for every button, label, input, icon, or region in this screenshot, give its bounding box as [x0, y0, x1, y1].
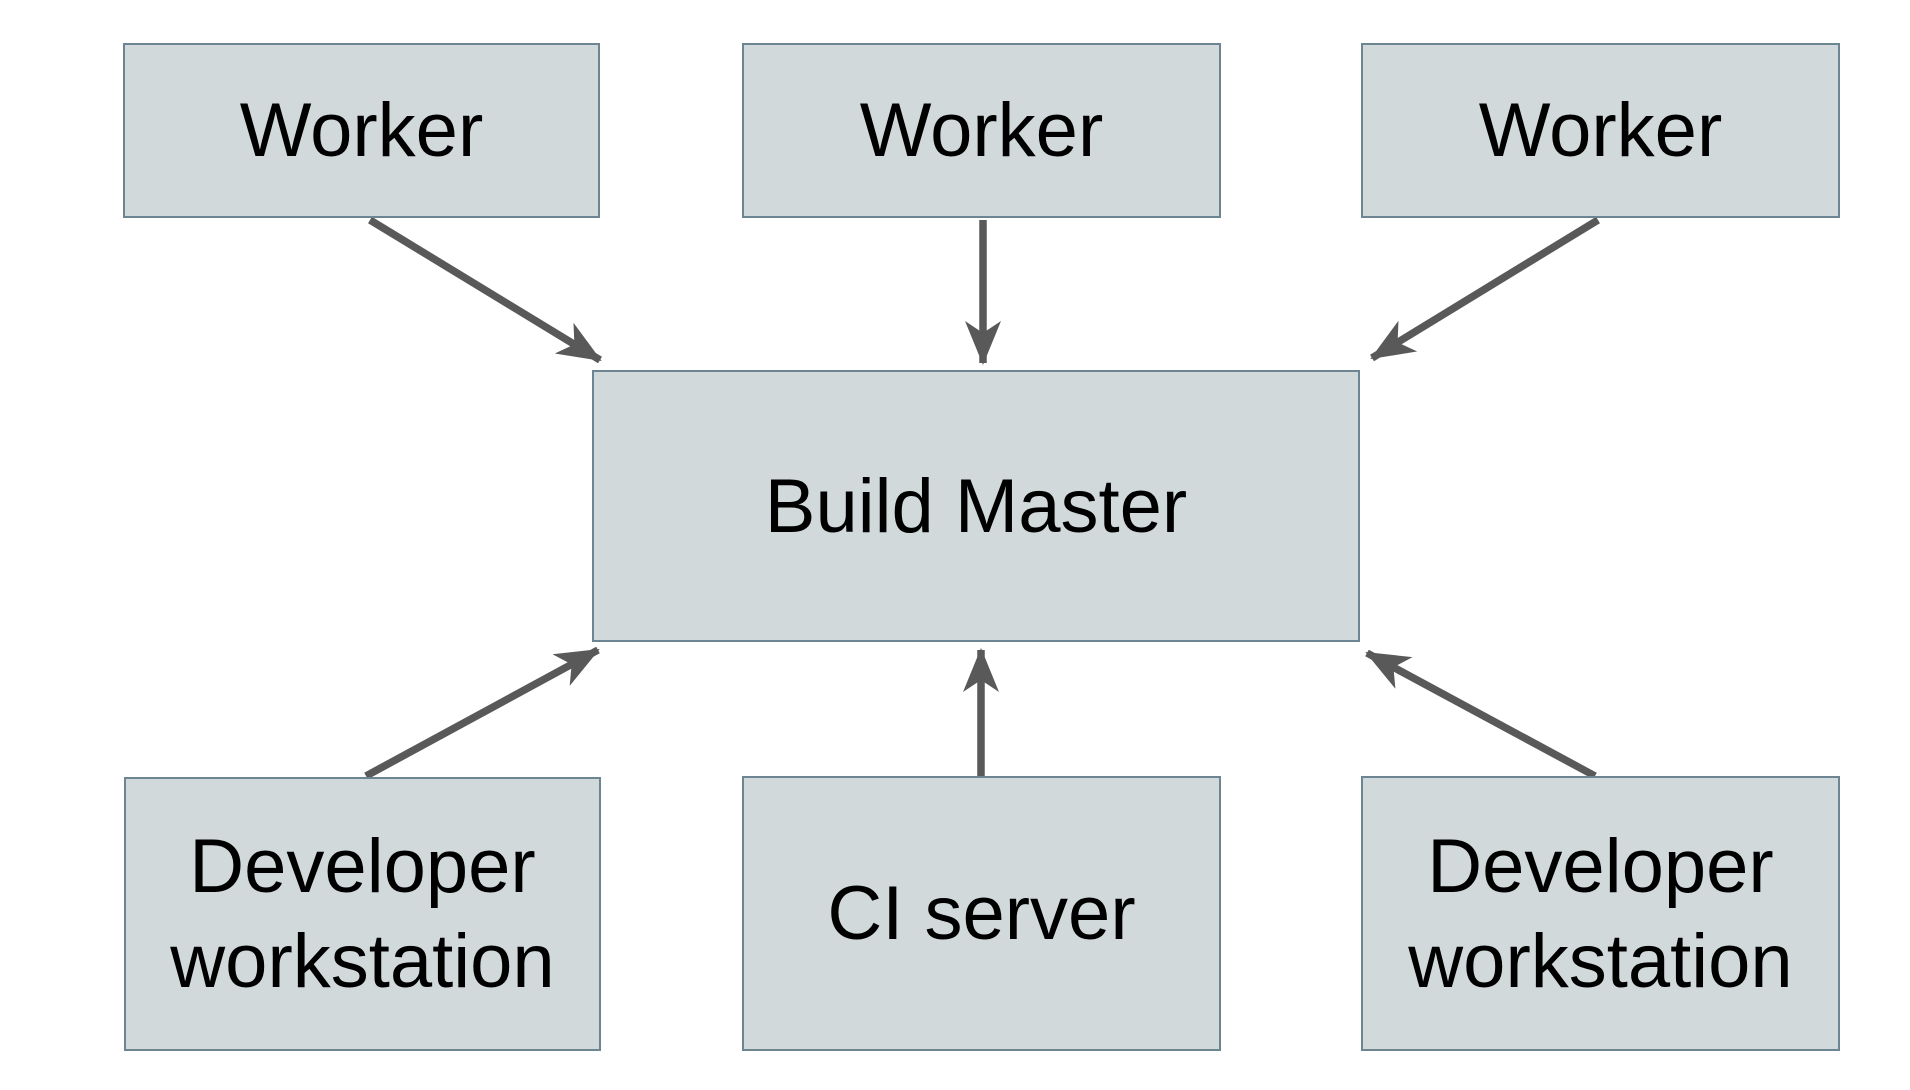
arrow-dev-workstation-left-to-build-master	[364, 646, 600, 780]
node-ci-server-label: CI server	[827, 871, 1136, 956]
node-developer-workstation-right-label: Developer workstation	[1408, 823, 1793, 1004]
node-worker-3-label: Worker	[1478, 88, 1723, 173]
node-build-master-label: Build Master	[764, 463, 1188, 549]
node-build-master: Build Master	[592, 370, 1360, 642]
arrow-worker-1-to-build-master	[368, 216, 602, 364]
node-worker-2: Worker	[742, 43, 1221, 218]
node-ci-server: CI server	[742, 776, 1221, 1051]
node-developer-workstation-left-label: Developer workstation	[170, 824, 555, 1004]
node-developer-workstation-right: Developer workstation	[1361, 776, 1840, 1051]
node-worker-2-label: Worker	[859, 88, 1104, 173]
node-worker-3: Worker	[1361, 43, 1840, 218]
arrow-worker-3-to-build-master	[1370, 216, 1600, 362]
node-worker-1: Worker	[123, 43, 600, 218]
arrow-dev-workstation-right-to-build-master	[1365, 649, 1597, 780]
node-worker-1-label: Worker	[239, 88, 484, 173]
node-developer-workstation-left: Developer workstation	[124, 777, 601, 1051]
